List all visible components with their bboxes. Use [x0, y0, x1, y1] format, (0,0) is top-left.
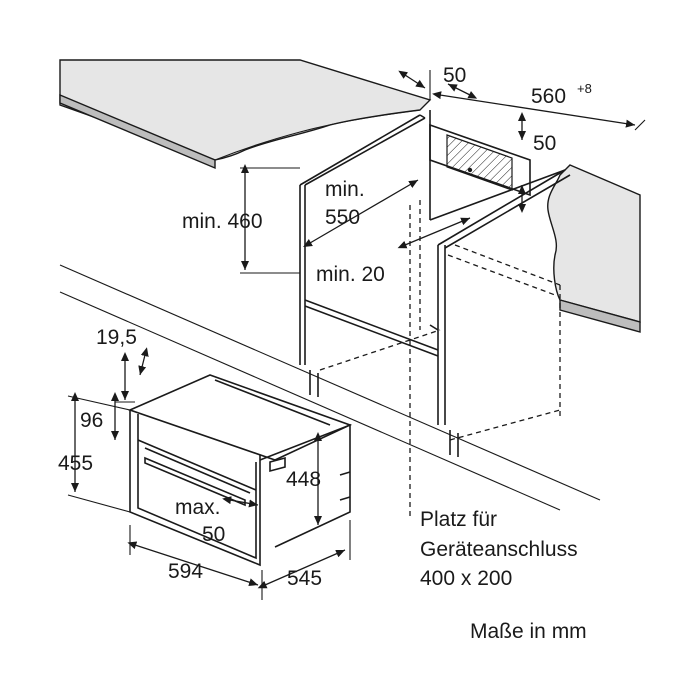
dim-560: 560	[531, 85, 566, 108]
dim-545: 545	[287, 567, 322, 590]
dim-594: 594	[168, 560, 203, 583]
dim-max-50-line1: max.	[175, 496, 221, 519]
notes: Platz für Geräteanschluss 400 x 200 Maße…	[420, 508, 587, 643]
dim-560-tolerance: +8	[577, 81, 592, 96]
dim-min-550-line1: min.	[325, 178, 365, 201]
cabinet-niche	[59, 110, 601, 520]
connection-note-line2: Geräteanschluss	[420, 538, 578, 561]
connection-note-line1: Platz für	[420, 508, 497, 531]
countertop-right	[547, 164, 641, 333]
oven-appliance	[127, 374, 353, 567]
dimension-arrows	[67, 70, 646, 600]
countertop-left	[59, 59, 432, 170]
dim-19-5: 19,5	[96, 326, 137, 349]
connection-note-line3: 400 x 200	[420, 567, 512, 590]
dim-50-gap: 50	[443, 64, 466, 87]
dim-min-550-line2: 550	[325, 206, 360, 229]
dim-min-460: min. 460	[182, 210, 263, 233]
dimension-labels: 50 560 +8 50 min. 460 min. 550 min. 20 1…	[58, 64, 592, 590]
dim-min-20: min. 20	[316, 263, 385, 286]
dim-96: 96	[80, 409, 103, 432]
dim-448: 448	[286, 468, 321, 491]
dim-50-vent: 50	[533, 132, 556, 155]
dim-455: 455	[58, 452, 93, 475]
units-note: Maße in mm	[470, 620, 587, 643]
dim-max-50-line2: 50	[202, 523, 225, 546]
